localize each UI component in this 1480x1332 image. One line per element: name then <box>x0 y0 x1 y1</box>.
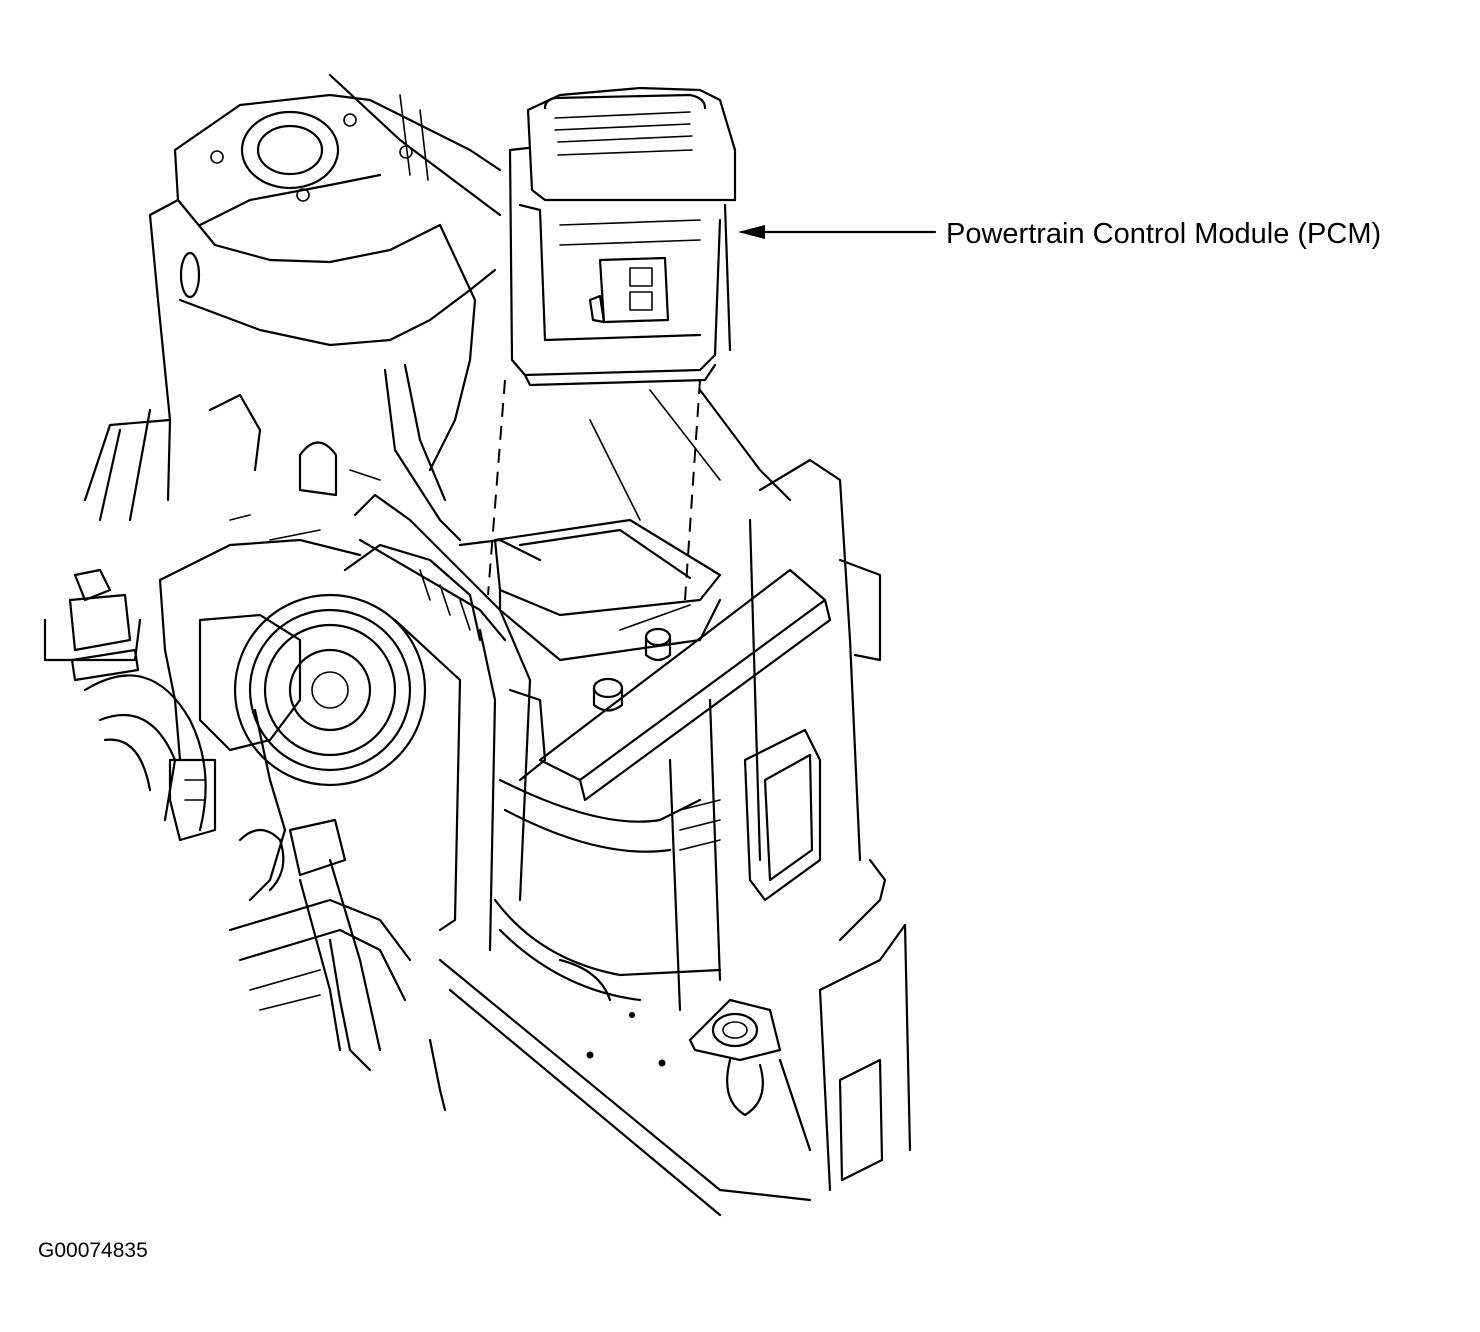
lower-left-hoses <box>228 898 447 1112</box>
figure-id: G00074835 <box>38 1239 148 1262</box>
pcm-module <box>508 86 737 387</box>
support-beam-right <box>538 458 882 1012</box>
radiator-support-frame <box>353 493 812 1217</box>
mounting-bolts <box>592 604 691 712</box>
callout-label-pcm: Powertrain Control Module (PCM) <box>946 218 1381 250</box>
engine-upper-structure <box>83 73 502 542</box>
callout-arrowhead <box>738 225 765 239</box>
fender-panel-right <box>818 858 912 1192</box>
left-bracket-and-fan <box>43 568 217 842</box>
lower-mount-bracket <box>688 998 812 1152</box>
pcm-mounting-tray <box>458 388 792 662</box>
alternator-pulley-assembly <box>158 538 482 1052</box>
alignment-lines <box>487 379 701 601</box>
pcm-callout: Powertrain Control Module (PCM) <box>738 218 1381 250</box>
